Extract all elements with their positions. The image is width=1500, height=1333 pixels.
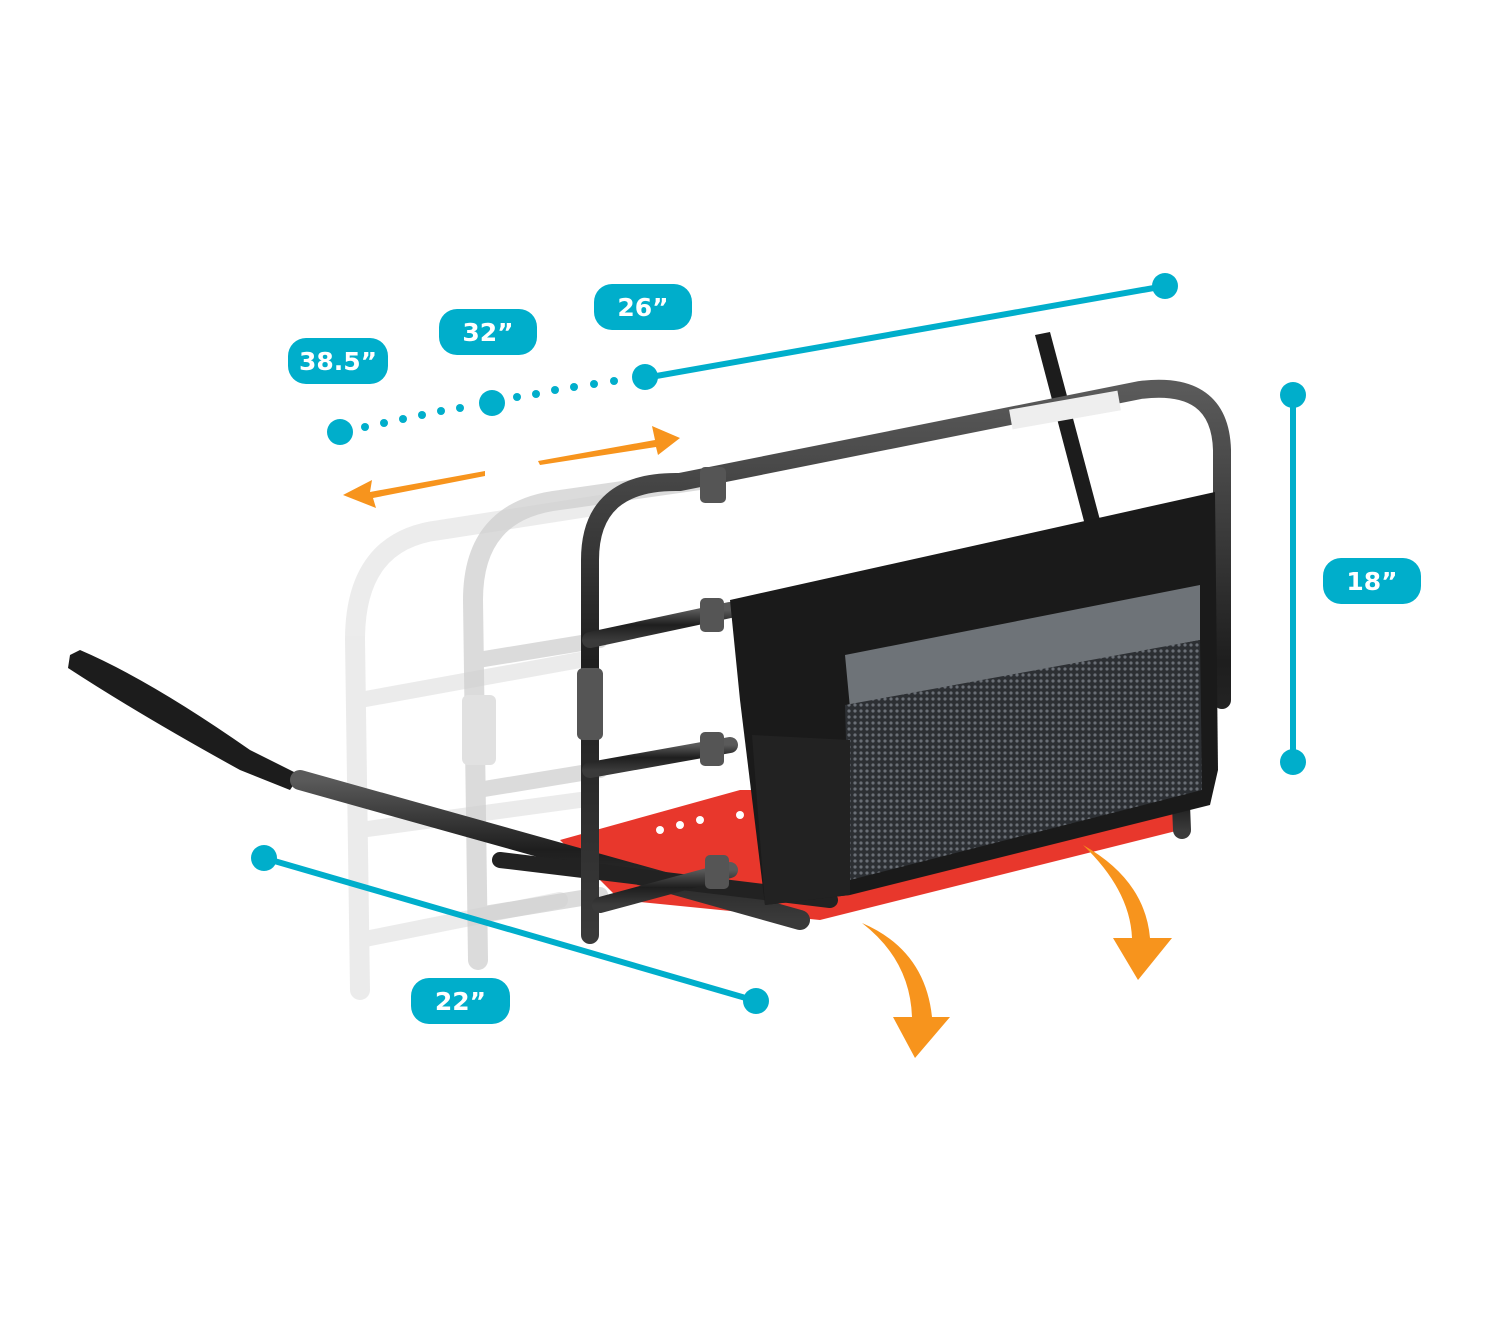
length-mid-badge: 32” [439, 309, 537, 355]
extend-left-arrow [343, 471, 485, 508]
fold-down-arrow-right [1083, 845, 1172, 980]
strap-left [68, 650, 300, 790]
depth-badge: 22” [411, 978, 510, 1024]
strap-right [1035, 332, 1100, 525]
fold-down-arrow-left [862, 923, 950, 1058]
length-max-badge: 38.5” [288, 338, 388, 384]
height-dimension-line [1280, 382, 1306, 775]
length-dimension-line [327, 273, 1178, 445]
ghost-frame-extended-mid [462, 470, 710, 970]
base-tube [290, 770, 810, 930]
height-badge: 18” [1323, 558, 1421, 604]
frame-clamps [577, 467, 729, 889]
storage-pouch [730, 492, 1218, 905]
warning-label [1009, 390, 1121, 430]
extend-right-arrow [538, 426, 680, 465]
depth-dimension-line [251, 845, 769, 1014]
length-collapsed-badge: 26” [594, 284, 692, 330]
